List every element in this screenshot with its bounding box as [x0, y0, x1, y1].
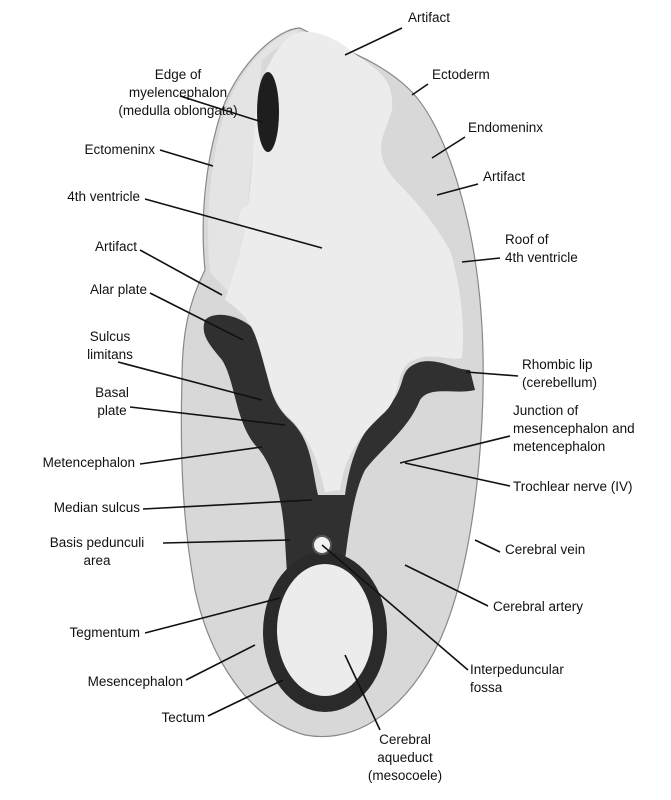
leader-line-basal-plate	[129, 406, 286, 426]
leader-line-endomeninx	[431, 136, 466, 159]
fourth-ventricle-lumen	[225, 31, 464, 492]
label-line: Cerebral vein	[505, 542, 585, 557]
leader-line-ectomeninx	[159, 149, 214, 167]
label-line: Junction of	[513, 403, 579, 418]
leader-line-tectum	[207, 679, 284, 717]
label-ectomeninx: Ectomeninx	[84, 142, 155, 157]
label-sulcus-limitans: Sulcus limitans	[87, 329, 133, 362]
label-line: Basal	[95, 385, 129, 400]
label-alar-plate: Alar plate	[90, 282, 147, 297]
label-cerebral-vein: Cerebral vein	[505, 542, 585, 557]
label-tectum: Tectum	[161, 710, 205, 725]
leader-line-median-sulcus	[142, 499, 313, 510]
label-line: area	[83, 553, 111, 568]
label-line: Tegmentum	[69, 625, 140, 640]
cerebral-aqueduct-lumen	[277, 564, 373, 696]
label-line: 4th ventricle	[67, 189, 140, 204]
label-interpeduncular-fossa: Interpeduncular fossa	[470, 662, 564, 695]
label-line: Artifact	[408, 10, 450, 25]
label-line: Rhombic lip	[522, 357, 593, 372]
neural-tube-wall	[203, 314, 475, 700]
label-line: Roof of	[505, 232, 549, 247]
leader-line-cerebral-aqueduct	[344, 654, 381, 731]
label-line: Median sulcus	[54, 500, 141, 515]
label-artifact-left: Artifact	[95, 239, 137, 254]
label-line: Trochlear nerve (IV)	[513, 479, 633, 494]
label-line: (mesocoele)	[368, 768, 442, 783]
myelencephalon-edge	[257, 72, 279, 152]
label-line: metencephalon	[513, 439, 605, 454]
leader-line-trochlear-nerve	[404, 462, 511, 487]
leader-line-tegmentum	[144, 597, 281, 634]
label-basal-plate: Basal plate	[95, 385, 129, 418]
label-line: 4th ventricle	[505, 250, 578, 265]
label-ectoderm: Ectoderm	[432, 67, 490, 82]
label-line: (cerebellum)	[522, 375, 597, 390]
label-line: Edge of	[155, 67, 202, 82]
label-edge-of-myelencephalon: Edge of myelencephalon (medulla oblongata)	[118, 67, 237, 118]
label-roof-of-4th-ventricle: Roof of 4th ventricle	[505, 232, 578, 265]
leader-line-sulcus-limitans	[117, 361, 263, 401]
label-basis-pedunculi-area: Basis pedunculi area	[50, 535, 145, 568]
leader-line-rhombic-lip	[465, 371, 519, 377]
label-line: Tectum	[161, 710, 205, 725]
label-4th-ventricle: 4th ventricle	[67, 189, 140, 204]
leader-line-artifact-left	[139, 249, 223, 296]
label-line: Interpeduncular	[470, 662, 564, 677]
label-tegmentum: Tegmentum	[69, 625, 140, 640]
label-line: Mesencephalon	[88, 674, 183, 689]
label-trochlear-nerve: Trochlear nerve (IV)	[513, 479, 633, 494]
label-line: Artifact	[483, 169, 525, 184]
leader-line-cerebral-vein	[474, 539, 501, 553]
leader-line-artifact-top	[344, 27, 403, 56]
label-rhombic-lip: Rhombic lip (cerebellum)	[522, 357, 597, 390]
label-line: plate	[97, 403, 126, 418]
label-artifact-top: Artifact	[408, 10, 450, 25]
leader-line-roof-of-4th-ventricle	[461, 257, 501, 263]
label-line: Alar plate	[90, 282, 147, 297]
label-line: aqueduct	[377, 750, 433, 765]
leader-line-basis-pedunculi-area	[162, 539, 291, 544]
label-line: Sulcus	[90, 329, 131, 344]
label-metencephalon: Metencephalon	[43, 455, 135, 470]
label-cerebral-aqueduct: Cerebral aqueduct (mesocoele)	[368, 732, 442, 783]
label-mesencephalon: Mesencephalon	[88, 674, 183, 689]
label-line: Metencephalon	[43, 455, 135, 470]
leader-line-ectoderm	[411, 83, 429, 96]
label-median-sulcus: Median sulcus	[54, 500, 141, 515]
leader-line-edge-of-myelencephalon	[179, 95, 263, 123]
label-line: Basis pedunculi	[50, 535, 145, 550]
label-artifact-right: Artifact	[483, 169, 525, 184]
leader-line-cerebral-artery	[404, 564, 489, 607]
leader-line-metencephalon	[139, 446, 263, 465]
label-line: Endomeninx	[468, 120, 543, 135]
leader-line-mesencephalon	[185, 644, 256, 681]
leader-line-interpeduncular-fossa	[321, 544, 469, 671]
tissue-section	[180, 27, 484, 737]
label-endomeninx: Endomeninx	[468, 120, 543, 135]
leader-line-artifact-right	[436, 183, 479, 196]
leader-line-4th-ventricle	[144, 198, 323, 249]
label-line: limitans	[87, 347, 133, 362]
label-line: Ectoderm	[432, 67, 490, 82]
label-line: Cerebral artery	[493, 599, 583, 614]
label-line: (medulla oblongata)	[118, 103, 237, 118]
upper-tissue	[208, 30, 300, 300]
label-line: fossa	[470, 680, 503, 695]
leader-line-alar-plate	[149, 292, 244, 341]
label-junction: Junction of mesencephalon and metencephalo…	[513, 403, 635, 454]
label-line: Cerebral	[379, 732, 431, 747]
label-line: Artifact	[95, 239, 137, 254]
label-line: myelencephalon	[129, 85, 227, 100]
label-line: mesencephalon and	[513, 421, 635, 436]
leader-line-junction	[399, 435, 511, 464]
label-line: Ectomeninx	[84, 142, 155, 157]
label-cerebral-artery: Cerebral artery	[493, 599, 583, 614]
